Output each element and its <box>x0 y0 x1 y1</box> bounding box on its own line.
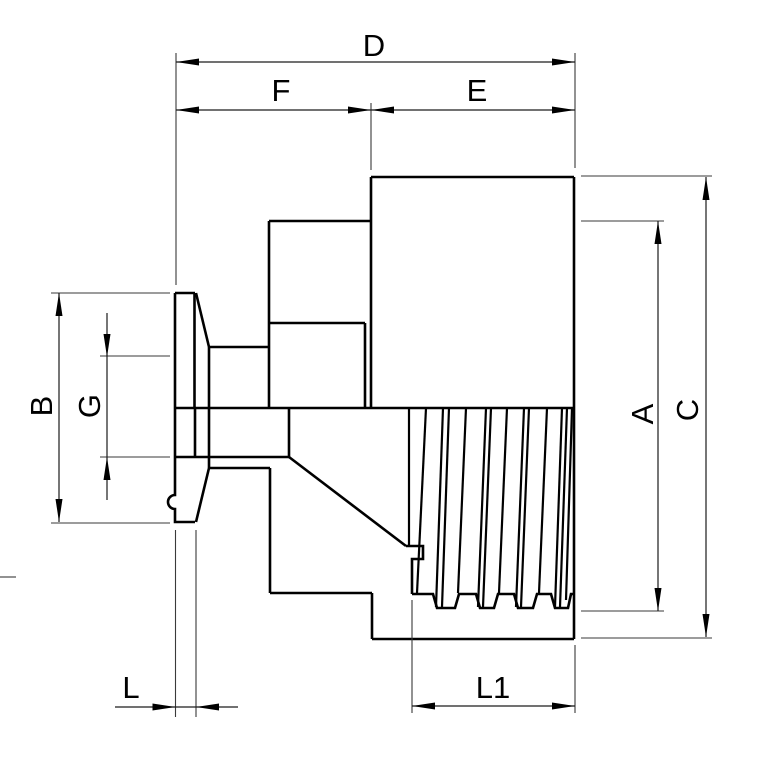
dim-label-f: F <box>272 73 291 108</box>
extension-lines <box>0 53 712 717</box>
dim-label-g: G <box>72 394 107 418</box>
dim-label-a: A <box>625 403 660 424</box>
dimension-lines <box>55 58 710 711</box>
dim-label-b: B <box>24 396 59 417</box>
dimension-labels: D F E B G A C L L1 <box>24 28 705 705</box>
dim-label-l1: L1 <box>476 670 510 705</box>
dim-label-c: C <box>670 399 705 421</box>
part-outline <box>166 175 576 641</box>
thread-lines <box>407 407 574 608</box>
dim-label-e: E <box>467 73 488 108</box>
dim-label-d: D <box>363 28 385 63</box>
dim-label-l: L <box>122 670 139 705</box>
